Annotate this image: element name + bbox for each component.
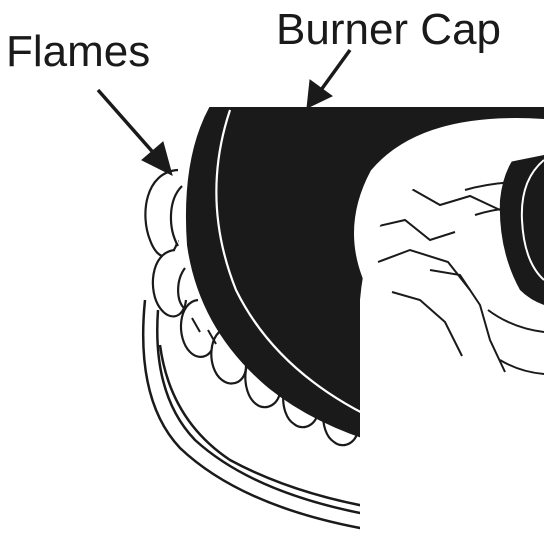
flame (210, 326, 248, 385)
burner-cap-label: Burner Cap (276, 5, 502, 54)
callout-arrows (96, 48, 352, 176)
flame (169, 185, 183, 247)
burner-cap-arrow-head (306, 79, 333, 109)
flame (151, 248, 188, 318)
burner-hub (360, 155, 544, 550)
base-ledge (158, 344, 401, 514)
flames-label: Flames (6, 27, 151, 76)
flame (177, 267, 186, 309)
flames-arrow-head (141, 141, 173, 176)
flames-arrow-shaft (96, 88, 160, 160)
burner-cap-arrow-shaft (319, 48, 352, 92)
